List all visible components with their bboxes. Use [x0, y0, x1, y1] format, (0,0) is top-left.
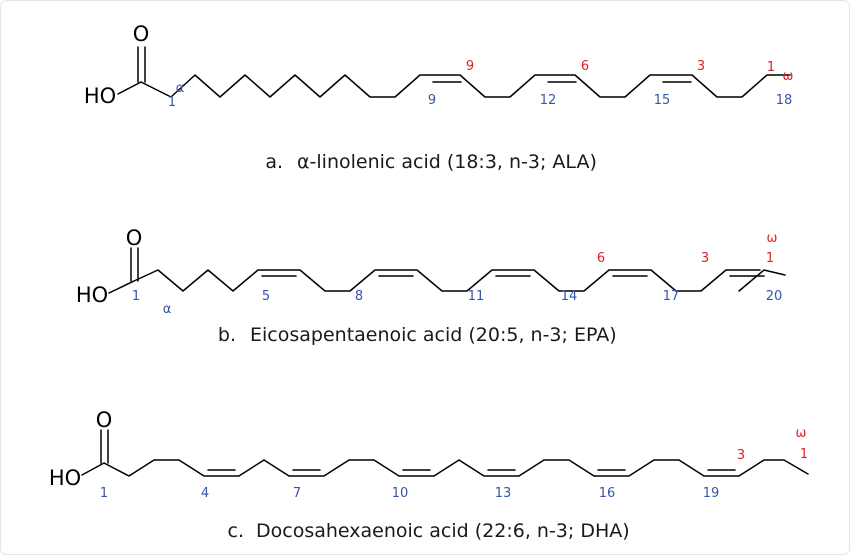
ala-carboxyl-numbering: 1α 9 12 15 18 [168, 81, 792, 110]
epa-caption: b. Eicosapentaenoic acid (20:5, n-3; EPA… [218, 324, 617, 346]
epa-caption-text: Eicosapentaenoic acid (20:5, n-3; EPA) [250, 324, 617, 346]
epa-carboxyl-label-14: 14 [561, 289, 578, 304]
ala-caption: a. α-linolenic acid (18:3, n-3; ALA) [265, 151, 597, 173]
ala-oxygen-label: O [133, 22, 150, 46]
dha-carboxyl-label-4: 4 [201, 486, 209, 501]
epa-caption-letter: b. [218, 324, 236, 346]
dha-omega-label-omega-symbol: ω [796, 426, 807, 441]
epa-carbon-chain [133, 269, 761, 292]
ala-hydroxyl-label: HO [84, 84, 116, 108]
epa-omega-label-1: 1 [766, 251, 774, 266]
dha-carboxyl-label-16: 16 [599, 486, 616, 501]
dha-carboxyl-label-13: 13 [495, 486, 512, 501]
dha-carboxyl-label-7: 7 [293, 486, 301, 501]
dha-omega-numbering: 3 ω 1 [737, 426, 808, 463]
ala-carboxyl-label-1: 1 [168, 95, 176, 110]
epa-omega-label-6: 6 [597, 251, 605, 266]
ala-omega-label-9: 9 [466, 59, 474, 74]
epa-carboxyl-label-17: 17 [663, 289, 680, 304]
ala-omega-label-1: 1 [767, 60, 775, 75]
dha-skeleton [81, 429, 809, 477]
ala-omega-numbering: 9 6 3 1ω [466, 59, 794, 84]
dha-oxygen-label: O [96, 408, 113, 432]
molecule-epa: O HO 1 α 5 8 11 14 17 20 6 3 ω 1 b. Eicosapentaeno… [76, 226, 786, 346]
dha-carbon-chain [103, 459, 809, 477]
epa-skeleton [108, 247, 786, 294]
ala-carboxyl-label-15: 15 [654, 93, 671, 108]
dha-caption: c. Docosahexaenoic acid (22:6, n-3; DHA) [228, 520, 630, 542]
epa-carboxyl-label-11: 11 [468, 289, 485, 304]
epa-c-oh-bond [108, 280, 135, 294]
dha-carboxyl-label-10: 10 [392, 486, 409, 501]
epa-omega-numbering: 6 3 ω 1 [597, 231, 778, 266]
ala-omega-label-6: 6 [581, 59, 589, 74]
ala-carboxyl-label-9: 9 [428, 93, 436, 108]
epa-hydroxyl-label: HO [76, 283, 108, 307]
epa-omega-label-3: 3 [701, 251, 709, 266]
ala-c-oh-bond [117, 81, 142, 95]
ala-carboxyl-label-12: 12 [540, 93, 557, 108]
ala-caption-text: α-linolenic acid (18:3, n-3; ALA) [297, 151, 597, 173]
dha-carboxyl-label-1: 1 [100, 486, 108, 501]
ala-omega-label-omega-symbol: ω [783, 69, 794, 84]
epa-carboxyl-numbering: 1 α 5 8 11 14 17 20 [132, 289, 782, 317]
epa-oxygen-label: O [126, 226, 143, 250]
epa-terminal-ethyl [738, 269, 786, 292]
ala-carboxyl-label-alpha: α [176, 81, 185, 96]
dha-carboxyl-label-19: 19 [703, 486, 720, 501]
dha-omega-label-3: 3 [737, 448, 745, 463]
dha-caption-text: Docosahexaenoic acid (22:6, n-3; DHA) [256, 520, 630, 542]
epa-carboxyl-label-20: 20 [766, 289, 783, 304]
ala-skeleton [117, 46, 791, 98]
dha-hydroxyl-label: HO [49, 466, 81, 490]
epa-carboxyl-label-8: 8 [355, 289, 363, 304]
dha-omega-label-1: 1 [800, 447, 808, 462]
epa-carboxyl-label-1: 1 [132, 289, 140, 304]
ala-carbon-chain [140, 74, 791, 98]
dha-carboxyl-numbering: 1 4 7 10 13 16 19 [100, 486, 719, 501]
ala-omega-label-3: 3 [697, 59, 705, 74]
dha-caption-letter: c. [228, 520, 245, 542]
epa-carboxyl-label-5: 5 [262, 289, 270, 304]
ala-caption-letter: a. [265, 151, 283, 173]
ala-carboxyl-label-18: 18 [776, 93, 793, 108]
dha-c-oh-bond [81, 462, 105, 476]
epa-carboxyl-label-alpha: α [163, 302, 172, 317]
epa-omega-label-omega-symbol: ω [767, 231, 778, 246]
molecule-dha: O HO 1 4 7 10 13 16 19 3 ω 1 c. Docosahexaenoic … [49, 408, 809, 542]
